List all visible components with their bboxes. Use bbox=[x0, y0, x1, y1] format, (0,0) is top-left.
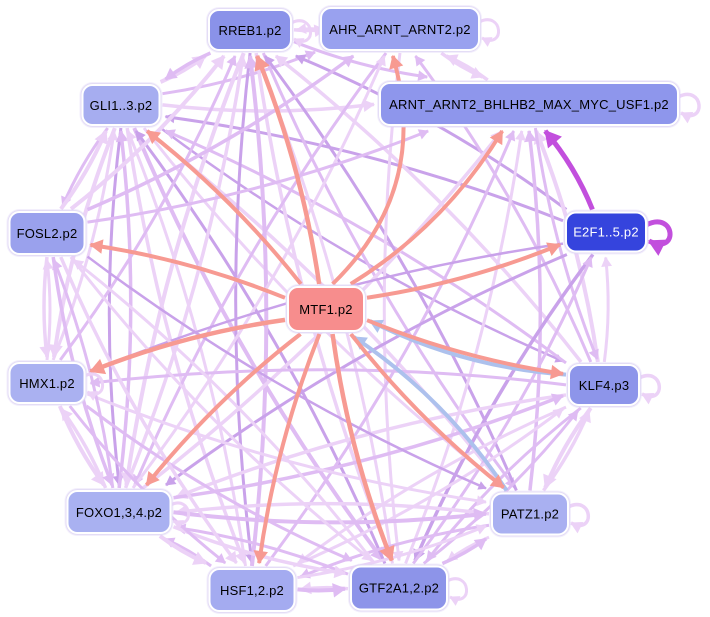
edge-fosl2-to-hsf bbox=[59, 256, 238, 565]
edge-klf4-to-e2f1 bbox=[601, 256, 613, 363]
edge-fosl2-to-gli bbox=[59, 129, 108, 211]
edge-hmx1-to-rreb1 bbox=[59, 55, 237, 361]
edge-foxo-to-gli bbox=[115, 130, 133, 489]
self-loop-ahr bbox=[478, 18, 500, 47]
edge-mtf1-to-foxo bbox=[144, 332, 302, 487]
graph-node-hsf[interactable]: HSF1,2.p2 bbox=[208, 568, 296, 612]
edge-hmx1-to-gtf2a bbox=[85, 404, 353, 562]
edge-rreb1-to-hsf bbox=[234, 52, 257, 564]
graph-node-fosl2[interactable]: FOSL2.p2 bbox=[8, 211, 86, 255]
edge-patz-to-rreb1 bbox=[263, 55, 518, 492]
graph-node-patz[interactable]: PATZ1.p2 bbox=[491, 492, 569, 536]
edge-mtf1-to-hsf bbox=[253, 333, 322, 565]
self-loop-foxo bbox=[169, 501, 190, 530]
edge-patz-to-klf4 bbox=[542, 410, 591, 492]
edge-gtf2a-to-gli bbox=[134, 130, 387, 565]
edge-hmx1-to-foxo bbox=[57, 405, 106, 487]
edge-klf4-to-rreb1 bbox=[274, 54, 583, 364]
edge-mtf1-to-e2f1 bbox=[366, 242, 562, 300]
edge-klf4-to-hsf bbox=[297, 405, 567, 565]
self-loop-rreb1 bbox=[290, 19, 312, 48]
edge-hmx1-to-hsf bbox=[68, 405, 227, 565]
self-loop-gtf2a bbox=[446, 577, 468, 606]
edge-fosl2-to-gtf2a bbox=[69, 256, 373, 562]
graph-node-mtf1[interactable]: MTF1.p2 bbox=[287, 286, 365, 332]
edge-patz-to-foxo bbox=[175, 501, 490, 518]
edge-foxo-to-hsf bbox=[158, 534, 207, 565]
self-loop-patz bbox=[567, 503, 590, 534]
graph-node-klf4[interactable]: KLF4.p3 bbox=[568, 364, 640, 406]
edge-mtf1-to-gtf2a bbox=[330, 333, 395, 562]
edge-hsf-to-rreb1 bbox=[244, 54, 269, 567]
edge-fosl2-to-patz bbox=[86, 255, 487, 490]
edge-e2f1-to-foxo bbox=[165, 253, 568, 487]
self-loop-e2f1 bbox=[644, 219, 673, 256]
graph-node-ahr[interactable]: AHR_ARNT_ARNT2.p2 bbox=[320, 7, 480, 51]
edge-arnt-to-ahr bbox=[445, 54, 489, 82]
edge-mtf1-to-rreb1 bbox=[254, 54, 322, 285]
edge-fosl2-to-ahr bbox=[86, 54, 355, 212]
graph-node-gtf2a[interactable]: GTF2A1,2.p2 bbox=[350, 565, 448, 611]
edge-hsf-to-gtf2a bbox=[297, 583, 347, 598]
graph-node-e2f1[interactable]: E2F1..5.p2 bbox=[565, 211, 647, 253]
edge-mtf1-to-arnt bbox=[349, 129, 504, 286]
self-loop-klf4 bbox=[638, 374, 661, 405]
graph-node-foxo[interactable]: FOXO1,3,4.p2 bbox=[66, 490, 172, 534]
graph-node-arnt[interactable]: ARNT_ARNT2_BHLHB2_MAX_MYC_USF1.p2 bbox=[379, 82, 679, 126]
edge-rreb1-to-foxo bbox=[120, 52, 246, 487]
graph-node-rreb1[interactable]: RREB1.p2 bbox=[208, 9, 292, 51]
edge-mtf1-to-hmx1 bbox=[89, 317, 286, 375]
edge-mtf1-to-patz bbox=[349, 332, 505, 490]
edge-klf4-to-hmx1 bbox=[89, 368, 567, 388]
edge-mtf1-to-fosl2 bbox=[89, 239, 286, 300]
graph-node-hmx1[interactable]: HMX1.p2 bbox=[8, 362, 86, 404]
self-loop-hmx1 bbox=[83, 372, 104, 401]
edge-mtf1-to-gli bbox=[145, 129, 303, 286]
graph-node-gli[interactable]: GLI1..3.p2 bbox=[81, 84, 161, 126]
edge-foxo-to-ahr bbox=[131, 55, 386, 489]
edge-fosl2-to-hmx1 bbox=[39, 256, 53, 358]
edge-e2f1-to-arnt bbox=[543, 129, 595, 211]
edge-klf4-to-foxo bbox=[175, 393, 567, 500]
edge-foxo-to-klf4 bbox=[173, 393, 564, 500]
edge-gtf2a-to-fosl2 bbox=[72, 258, 376, 565]
edge-foxo-to-patz bbox=[173, 507, 488, 525]
edge-fosl2-to-arnt bbox=[87, 129, 429, 224]
edge-hsf-to-klf4 bbox=[292, 407, 564, 568]
edge-gtf2a-to-klf4 bbox=[422, 410, 579, 565]
edge-gtf2a-to-patz bbox=[441, 537, 488, 566]
edge-rreb1-to-gli bbox=[164, 51, 212, 81]
edge-mtf1-to-klf4 bbox=[366, 318, 565, 380]
edge-patz-to-arnt bbox=[524, 130, 543, 491]
edge-hsf-to-arnt bbox=[264, 130, 516, 567]
self-loop-arnt bbox=[677, 92, 701, 124]
edge-rreb1-to-arnt bbox=[293, 40, 429, 82]
edge-patz-to-mtf1 bbox=[352, 335, 509, 492]
